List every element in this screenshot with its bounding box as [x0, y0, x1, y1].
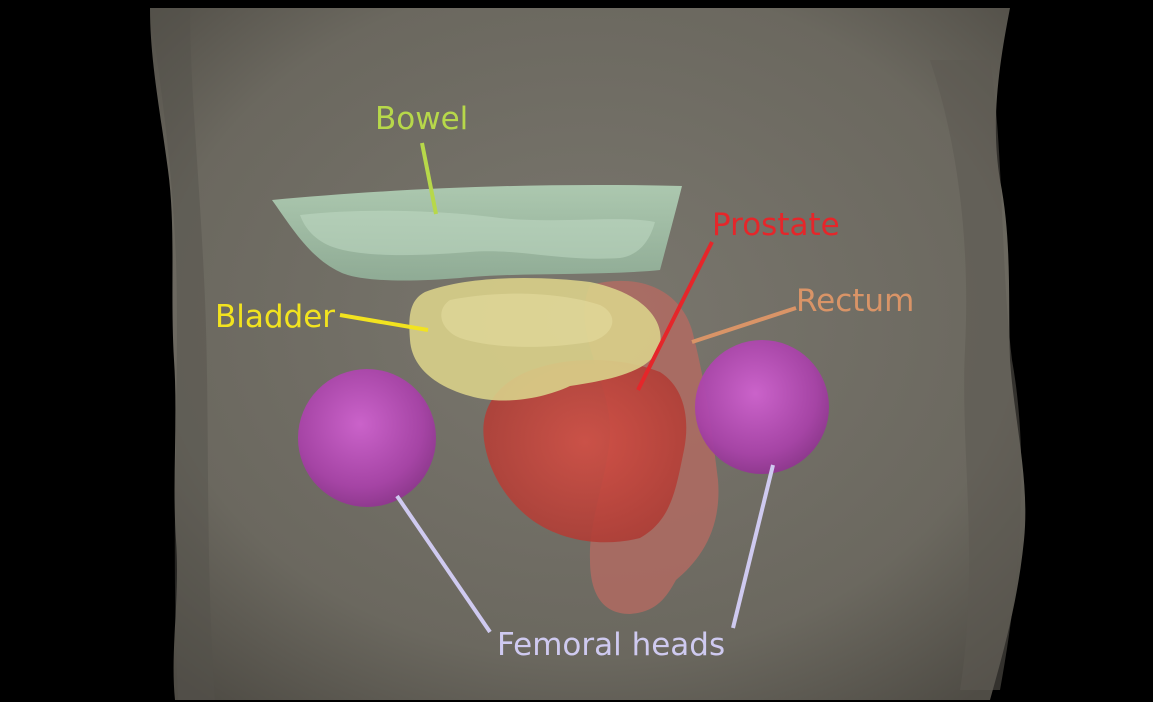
- rectum-label: Rectum: [796, 286, 914, 317]
- bladder-label: Bladder: [215, 302, 335, 333]
- femoral-head-left: [298, 369, 436, 507]
- bladder-highlight: [441, 294, 612, 347]
- prostate-label: Prostate: [712, 210, 840, 241]
- femoral-head-right: [695, 340, 829, 474]
- bowel-label: Bowel: [375, 104, 468, 135]
- femoral-heads-label: Femoral heads: [497, 630, 725, 661]
